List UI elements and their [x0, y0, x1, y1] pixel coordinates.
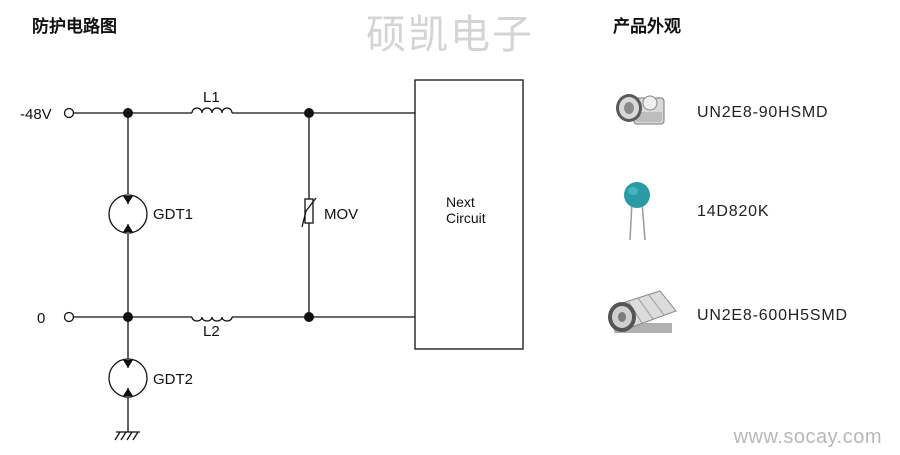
inductor-l1-label: L1	[203, 89, 220, 106]
smd-gdt-cylinder-icon	[608, 290, 677, 333]
next-circuit-line1: Next	[446, 194, 475, 210]
smd-gdt-icon	[616, 94, 665, 125]
watermark: 硕凯电子	[366, 12, 534, 58]
terminal-negative-icon	[63, 107, 75, 119]
mov-label: MOV	[324, 206, 358, 223]
inductor-l1	[191, 107, 233, 114]
ground-hatch-4	[132, 431, 139, 441]
junction-dot	[123, 108, 133, 118]
ground-hatch-1	[114, 431, 121, 441]
product-name-14d820k: 14D820K	[697, 203, 770, 220]
varistor-icon	[624, 182, 650, 241]
inductor-l2-label: L2	[203, 323, 220, 340]
product-name-un2e8-600h5smd: UN2E8-600H5SMD	[697, 307, 848, 324]
gdt1-label: GDT1	[153, 206, 193, 223]
ground-hatch-2	[120, 431, 127, 441]
junction-dot	[123, 312, 133, 322]
website-url: www.socay.com	[733, 426, 882, 448]
ground-hatch-3	[126, 431, 133, 441]
terminal-ground-icon	[63, 311, 75, 323]
mov-body	[304, 198, 314, 224]
circuit-diagram-title: 防护电路图	[32, 17, 117, 37]
product-appearance-title: 产品外观	[613, 17, 681, 37]
terminal-negative-label: -48V	[20, 106, 52, 123]
product-name-un2e8-90hsmd: UN2E8-90HSMD	[697, 104, 829, 121]
junction-dot	[304, 108, 314, 118]
terminal-ground-label: 0	[37, 310, 45, 327]
mov-slash	[301, 197, 317, 228]
next-circuit-line2: Circuit	[446, 210, 486, 226]
inductor-l2	[191, 316, 233, 322]
gdt2-label: GDT2	[153, 371, 193, 388]
junction-dot	[304, 312, 314, 322]
next-circuit-box	[414, 79, 524, 350]
gdt1-body	[108, 194, 148, 234]
